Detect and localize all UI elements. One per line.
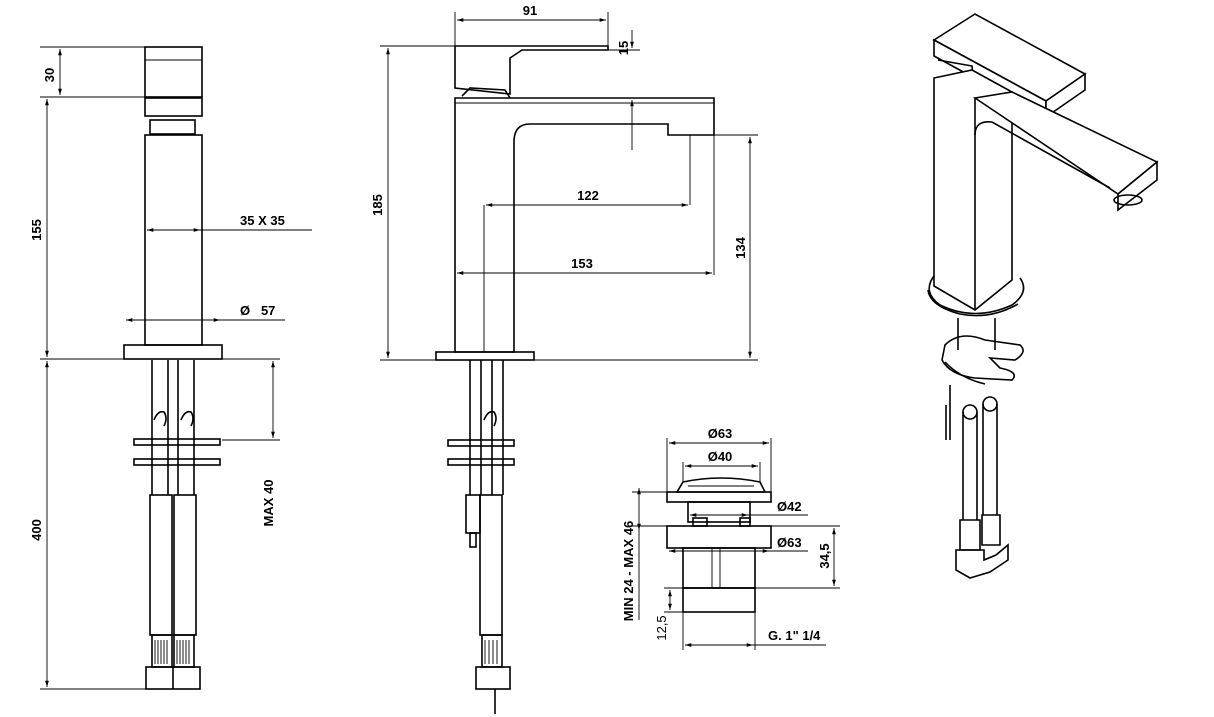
side-view: 91 15 185 122 153 134 — [370, 3, 758, 714]
iso-base — [928, 275, 1025, 315]
front-dim-top: 30 — [42, 68, 57, 82]
front-dim-height: 155 — [29, 219, 44, 241]
side-dim-spout-h: 134 — [733, 236, 748, 258]
front-hoses — [133, 360, 221, 690]
waste-nut — [666, 525, 772, 549]
waste-detail: Ø63 Ø40 Ø42 Ø63 MIN 24 - MAX 46 34,5 12,… — [621, 426, 840, 650]
front-aerator — [149, 119, 196, 135]
waste-flange — [666, 491, 772, 503]
waste-thread — [682, 587, 756, 613]
front-dim-below: 400 — [29, 519, 44, 541]
waste-dim-thread-len: 12,5 — [654, 615, 669, 640]
side-dim-lever: 91 — [523, 3, 537, 18]
waste-dim-thickness: MIN 24 - MAX 46 — [621, 521, 636, 621]
side-dim-spout: 153 — [571, 256, 593, 271]
side-body — [454, 97, 715, 353]
waste-tail — [682, 547, 756, 589]
side-dim-lever-h: 15 — [616, 41, 631, 55]
front-cap — [144, 97, 203, 117]
side-hoses — [447, 360, 515, 714]
front-base — [123, 344, 223, 360]
side-dim-reach: 122 — [577, 188, 599, 203]
waste-dim-cap: Ø40 — [708, 449, 733, 464]
side-lever — [454, 45, 609, 95]
iso-fittings — [941, 318, 1024, 579]
waste-dim-length: 34,5 — [817, 543, 832, 568]
waste-dim-outer: Ø63 — [708, 426, 733, 441]
waste-body — [687, 501, 751, 523]
front-dim-max: MAX 40 — [261, 480, 276, 527]
isometric-view — [927, 13, 1159, 579]
front-handle — [144, 46, 203, 98]
waste-dim-body: Ø42 — [777, 499, 802, 514]
iso-column — [933, 69, 1013, 311]
side-dim-total: 185 — [370, 194, 385, 216]
waste-dim-thread: G. 1" 1/4 — [768, 628, 821, 643]
front-body — [144, 134, 203, 346]
waste-cap — [675, 477, 767, 493]
front-view: 30 155 400 35 X 35 Ø 57 MAX 40 — [29, 46, 312, 690]
waste-dim-nut: Ø63 — [777, 535, 802, 550]
side-base — [435, 351, 535, 361]
front-dim-section: 35 X 35 — [240, 213, 285, 228]
front-dim-base: Ø 57 — [240, 303, 275, 318]
